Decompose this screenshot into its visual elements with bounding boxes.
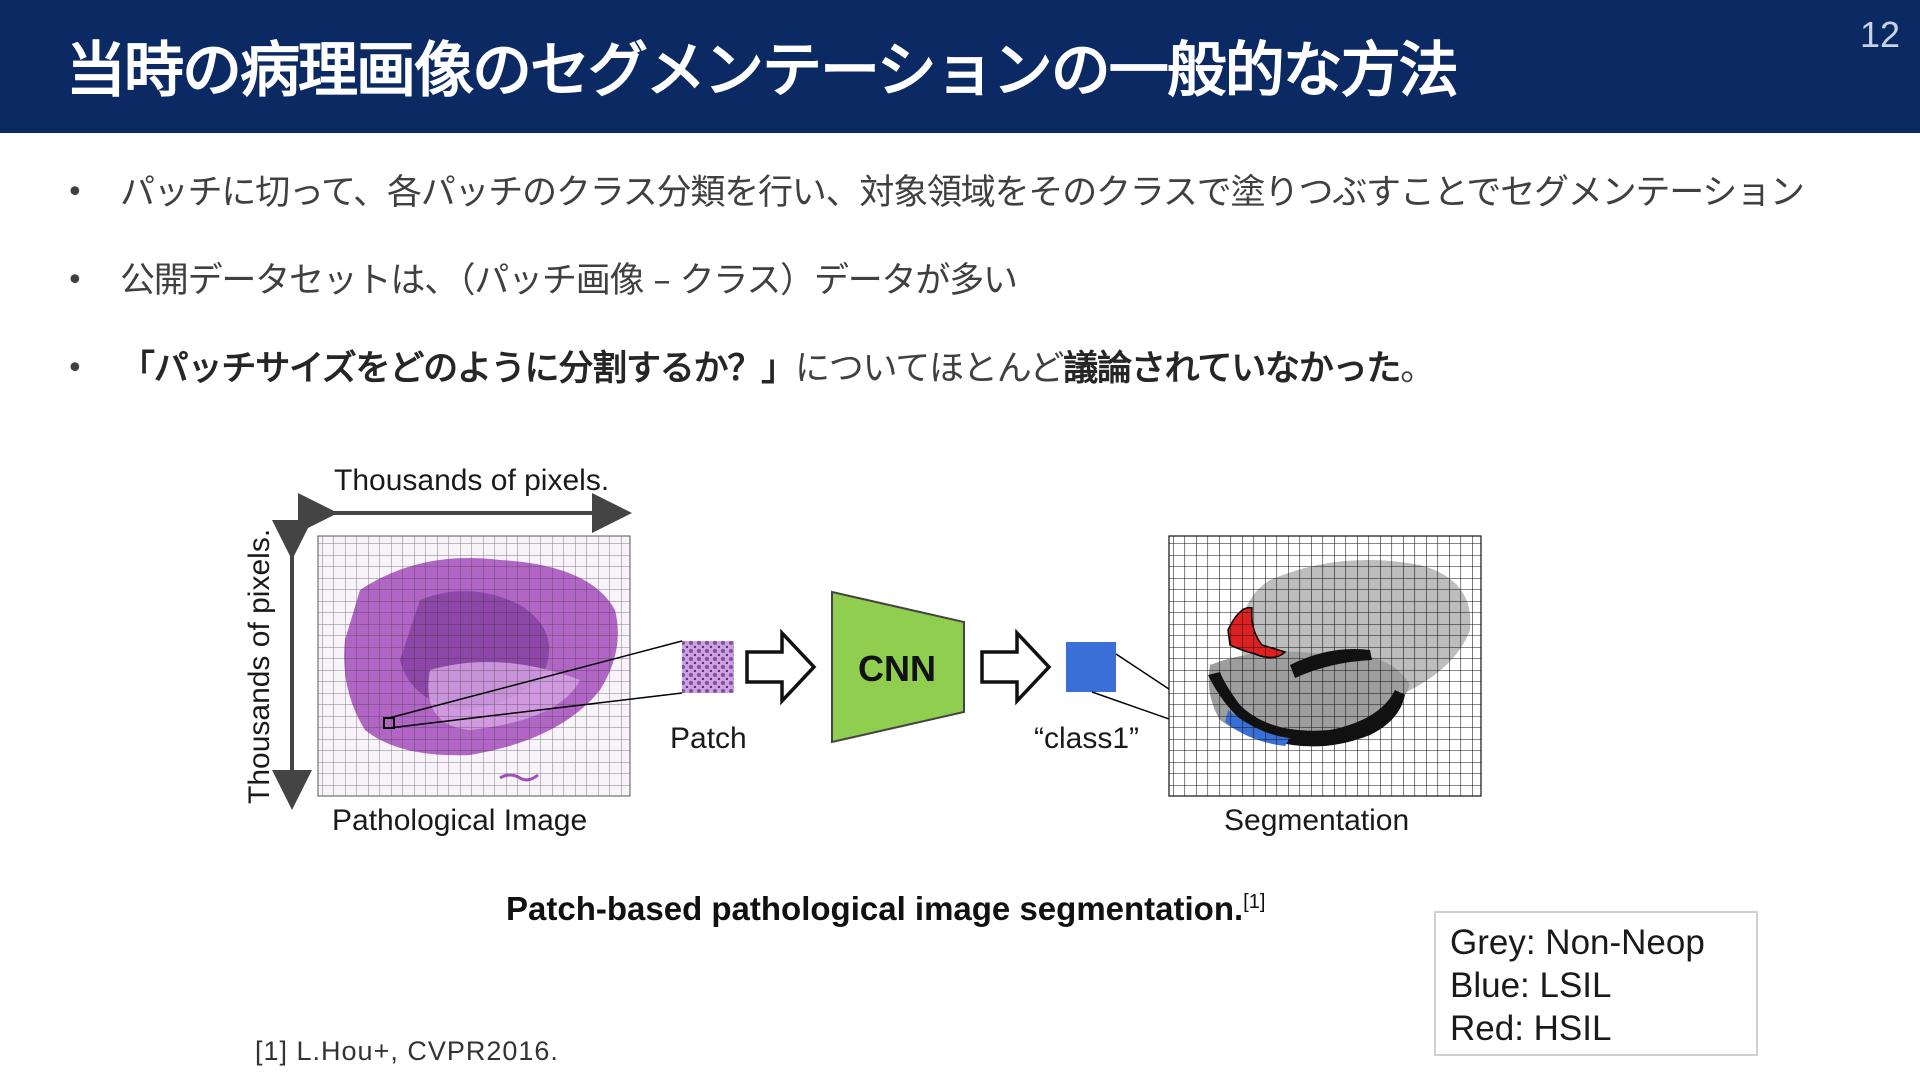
cnn-label: CNN: [858, 648, 936, 689]
segmentation-label: Segmentation: [1224, 804, 1410, 837]
slide-title: 当時の病理画像のセグメンテーションの一般的な方法: [66, 36, 1459, 106]
legend-item: Grey: Non-Neop: [1450, 923, 1705, 962]
bullet-normal-text: についてほとんど: [794, 349, 1065, 389]
bullet-text: 公開データセットは、（パッチ画像 – クラス）データが多い: [120, 261, 1018, 301]
arrow-icon: [980, 628, 1052, 706]
caption-text: Patch-based pathological image segmentat…: [506, 890, 1244, 927]
legend-item: Blue: LSIL: [1450, 966, 1612, 1005]
image-label: Pathological Image: [332, 804, 588, 837]
bullet-tail: 。: [1400, 349, 1435, 389]
cnn-block: [831, 590, 965, 744]
reference: [1] L.Hou+, CVPR2016.: [255, 1036, 559, 1066]
width-label: Thousands of pixels.: [334, 464, 610, 497]
patch-image: [682, 641, 734, 693]
segmentation-diagram: Thousands of pixels. Thousands of pixels…: [0, 440, 1920, 920]
bullet-text: 「パッチサイズをどのように分割するか？」についてほとんど議論されていなかった。: [120, 344, 1435, 394]
legend-item: Red: HSIL: [1450, 1009, 1612, 1048]
bullet-bold-question: 「パッチサイズをどのように分割するか？」: [120, 349, 796, 389]
bullet-list: • パッチに切って、各パッチのクラス分類を行い、対象領域をそのクラスで塗りつぶす…: [60, 168, 1840, 432]
title-bar: 当時の病理画像のセグメンテーションの一般的な方法 12: [0, 0, 1920, 133]
page-number: 12: [1859, 14, 1900, 55]
diagram-canvas: [272, 493, 1482, 810]
bullet-dot: •: [66, 263, 84, 298]
pathological-image: [317, 535, 631, 797]
height-label: Thousands of pixels.: [243, 528, 276, 804]
bullet-item: • 公開データセットは、（パッチ画像 – クラス）データが多い: [60, 256, 1840, 344]
bullet-dot: •: [66, 175, 84, 210]
arrow-icon: [745, 628, 817, 706]
segmentation-image: [1168, 535, 1482, 797]
patch-label: Patch: [670, 722, 747, 755]
class-label: “class1”: [1034, 722, 1140, 755]
bullet-item: • パッチに切って、各パッチのクラス分類を行い、対象領域をそのクラスで塗りつぶす…: [60, 168, 1840, 256]
class-box: [1066, 642, 1116, 692]
bullet-bold-conclusion: 議論されていなかった: [1063, 349, 1401, 389]
caption-citation: [1]: [1243, 891, 1266, 913]
figure-caption: Patch-based pathological image segmentat…: [506, 890, 1265, 928]
bullet-dot: •: [66, 351, 84, 386]
bullet-item: • 「パッチサイズをどのように分割するか？」についてほとんど議論されていなかった…: [60, 344, 1840, 432]
bullet-text: パッチに切って、各パッチのクラス分類を行い、対象領域をそのクラスで塗りつぶすこと…: [120, 173, 1805, 213]
color-legend: Grey: Non-Neop Blue: LSIL Red: HSIL: [1434, 911, 1758, 1056]
